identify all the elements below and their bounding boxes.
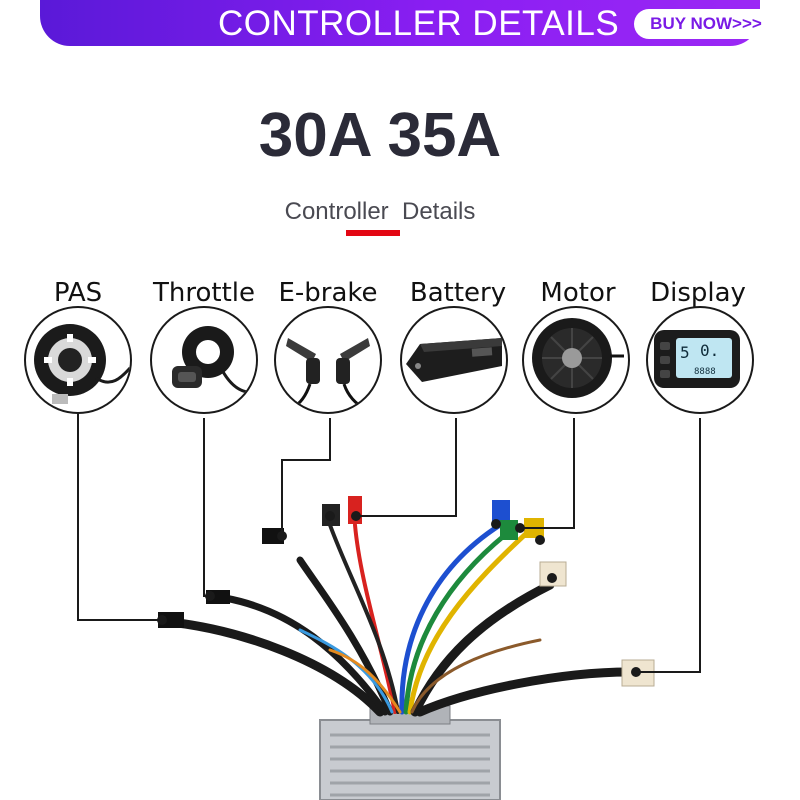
header-banner: CONTROLLER DETAILS BUY NOW>>> (40, 0, 778, 46)
motor-circle (522, 306, 630, 414)
battery-circle (400, 306, 508, 414)
pas-sensor-icon (34, 324, 130, 404)
display-level: 5 (680, 343, 690, 362)
ebrake-circle (274, 306, 382, 414)
connection-dots (157, 511, 641, 677)
display-speed: 0. (700, 341, 719, 360)
hub-motor-icon (532, 318, 624, 398)
banner-title: CONTROLLER DETAILS (218, 4, 620, 43)
label-battery: Battery (409, 278, 507, 308)
throttle-icon (172, 326, 256, 394)
page-title: 30A 35A (258, 101, 502, 170)
title-underline (346, 230, 400, 236)
battery-pack-icon (406, 338, 502, 382)
section-subtitle: Controller Details (284, 198, 476, 225)
lcd-display-icon: 5 0. 8888 (654, 330, 740, 388)
controller-box (319, 705, 501, 800)
label-throttle: Throttle (153, 278, 255, 308)
connection-lines (77, 412, 701, 673)
label-motor: Motor (540, 278, 616, 308)
ebrake-lever-icon (286, 338, 370, 410)
throttle-circle (150, 306, 258, 414)
label-display: Display (650, 278, 746, 308)
controller-wires (165, 522, 635, 717)
buy-now-button[interactable]: BUY NOW>>> (634, 9, 778, 39)
label-ebrake: E-brake (278, 278, 378, 308)
pas-circle (24, 306, 132, 414)
display-circle: 5 0. 8888 (646, 306, 754, 414)
display-odometer: 8888 (694, 367, 716, 377)
label-pas: PAS (53, 278, 103, 308)
